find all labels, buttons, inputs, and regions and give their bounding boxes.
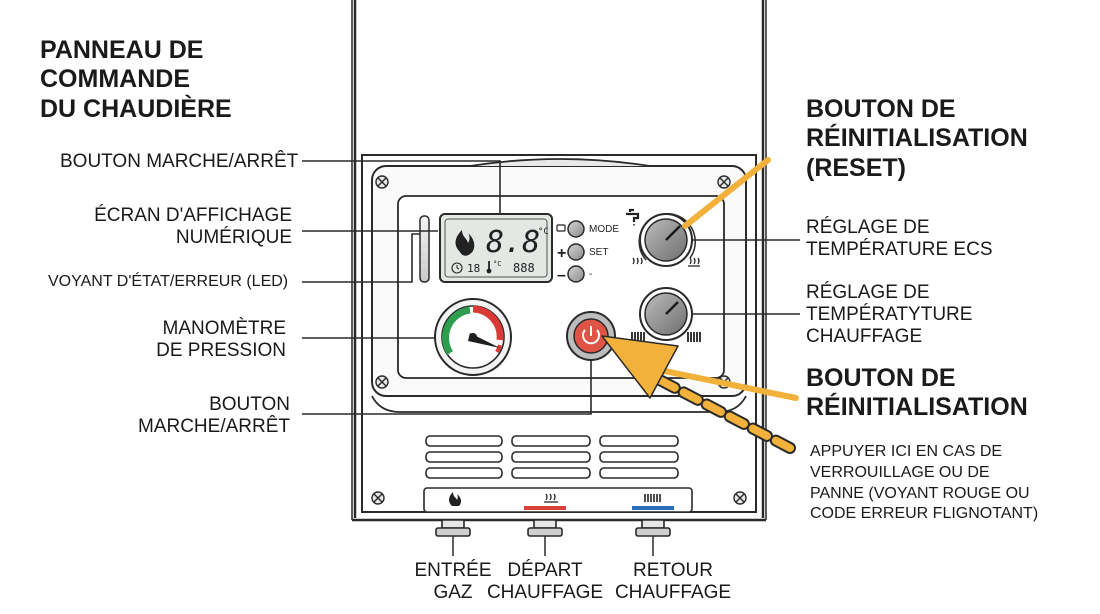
lcd-unit: °C — [538, 227, 549, 237]
label-power-bottom: BOUTON MARCHE/ARRÊT — [137, 394, 290, 437]
label-return: RETOUR CHAUFFAGE — [614, 560, 732, 603]
status-led — [419, 215, 430, 283]
pipe-connectors — [435, 519, 671, 556]
radiator-icon — [644, 494, 661, 502]
tap-icon — [626, 208, 640, 222]
lcd-small-left: 18 — [467, 262, 480, 275]
label-led: VOYANT D'ÉTAT/ERREUR (LED) — [48, 273, 289, 290]
vent-grille — [425, 435, 679, 479]
leader-lines-left — [302, 160, 592, 415]
label-reset-main: BOUTON DE RÉINITIALISATION — [806, 364, 1028, 422]
radiator-icon — [631, 332, 645, 342]
label-reset-top: BOUTON DE RÉINITIALISATION (RESET) — [806, 95, 1028, 182]
minus-button — [567, 265, 585, 283]
minus-right-label: - — [589, 269, 592, 280]
reset-arrows — [601, 157, 799, 454]
reset-button — [566, 311, 616, 361]
mode-button — [567, 220, 585, 238]
leader-lines-right — [692, 239, 800, 315]
heating-knob — [631, 287, 701, 342]
connection-strip — [423, 487, 693, 513]
boiler-casing — [351, 0, 767, 522]
label-reset-note: APPUYER ICI EN CAS DE VERROUILLAGE OU DE… — [810, 443, 1039, 523]
label-power-top: BOUTON MARCHE/ARRÊT — [60, 151, 299, 172]
label-flow: DÉPART CHAUFFAGE — [486, 560, 604, 603]
thermometer-icon — [486, 261, 492, 274]
label-dhw: RÉGLAGE DE TEMPÉRATURE ECS — [806, 217, 993, 260]
lcd-main-value: 8.8 — [486, 225, 540, 260]
minus-label: – — [557, 267, 566, 284]
power-icon — [582, 329, 600, 345]
panel-buttons — [556, 220, 585, 283]
clock-icon — [451, 262, 463, 274]
label-gauge: MANOMÈTRE DE PRESSION — [156, 318, 286, 361]
title-line-3: DU CHAUDIÈRE — [40, 94, 232, 123]
title-line-1: PANNEAU DE — [40, 36, 204, 64]
hot-water-icon — [632, 257, 643, 265]
lcd-display — [439, 213, 553, 283]
pressure-gauge — [434, 298, 512, 376]
screw-icon — [371, 175, 747, 505]
plus-label: + — [557, 245, 566, 262]
page-title: PANNEAU DE COMMANDE DU CHAUDIÈRE — [40, 36, 232, 124]
label-display: ÉCRAN D'AFFICHAGE NUMÉRIQUE — [94, 205, 292, 248]
label-heating: RÉGLAGE DE TEMPÉRATYTURE CHAUFFAGE — [806, 282, 973, 347]
lcd-small-unit: °C — [493, 260, 501, 268]
mode-label: MODE — [589, 224, 619, 235]
mode-icon — [556, 224, 566, 232]
title-line-2: COMMANDE — [40, 65, 190, 94]
label-gas: ENTRÉE GAZ — [414, 560, 492, 603]
flame-icon — [455, 230, 475, 256]
lcd-small-right: 888 — [513, 261, 535, 275]
flame-icon — [449, 492, 462, 506]
set-button — [567, 243, 585, 261]
set-label: SET — [589, 247, 608, 258]
